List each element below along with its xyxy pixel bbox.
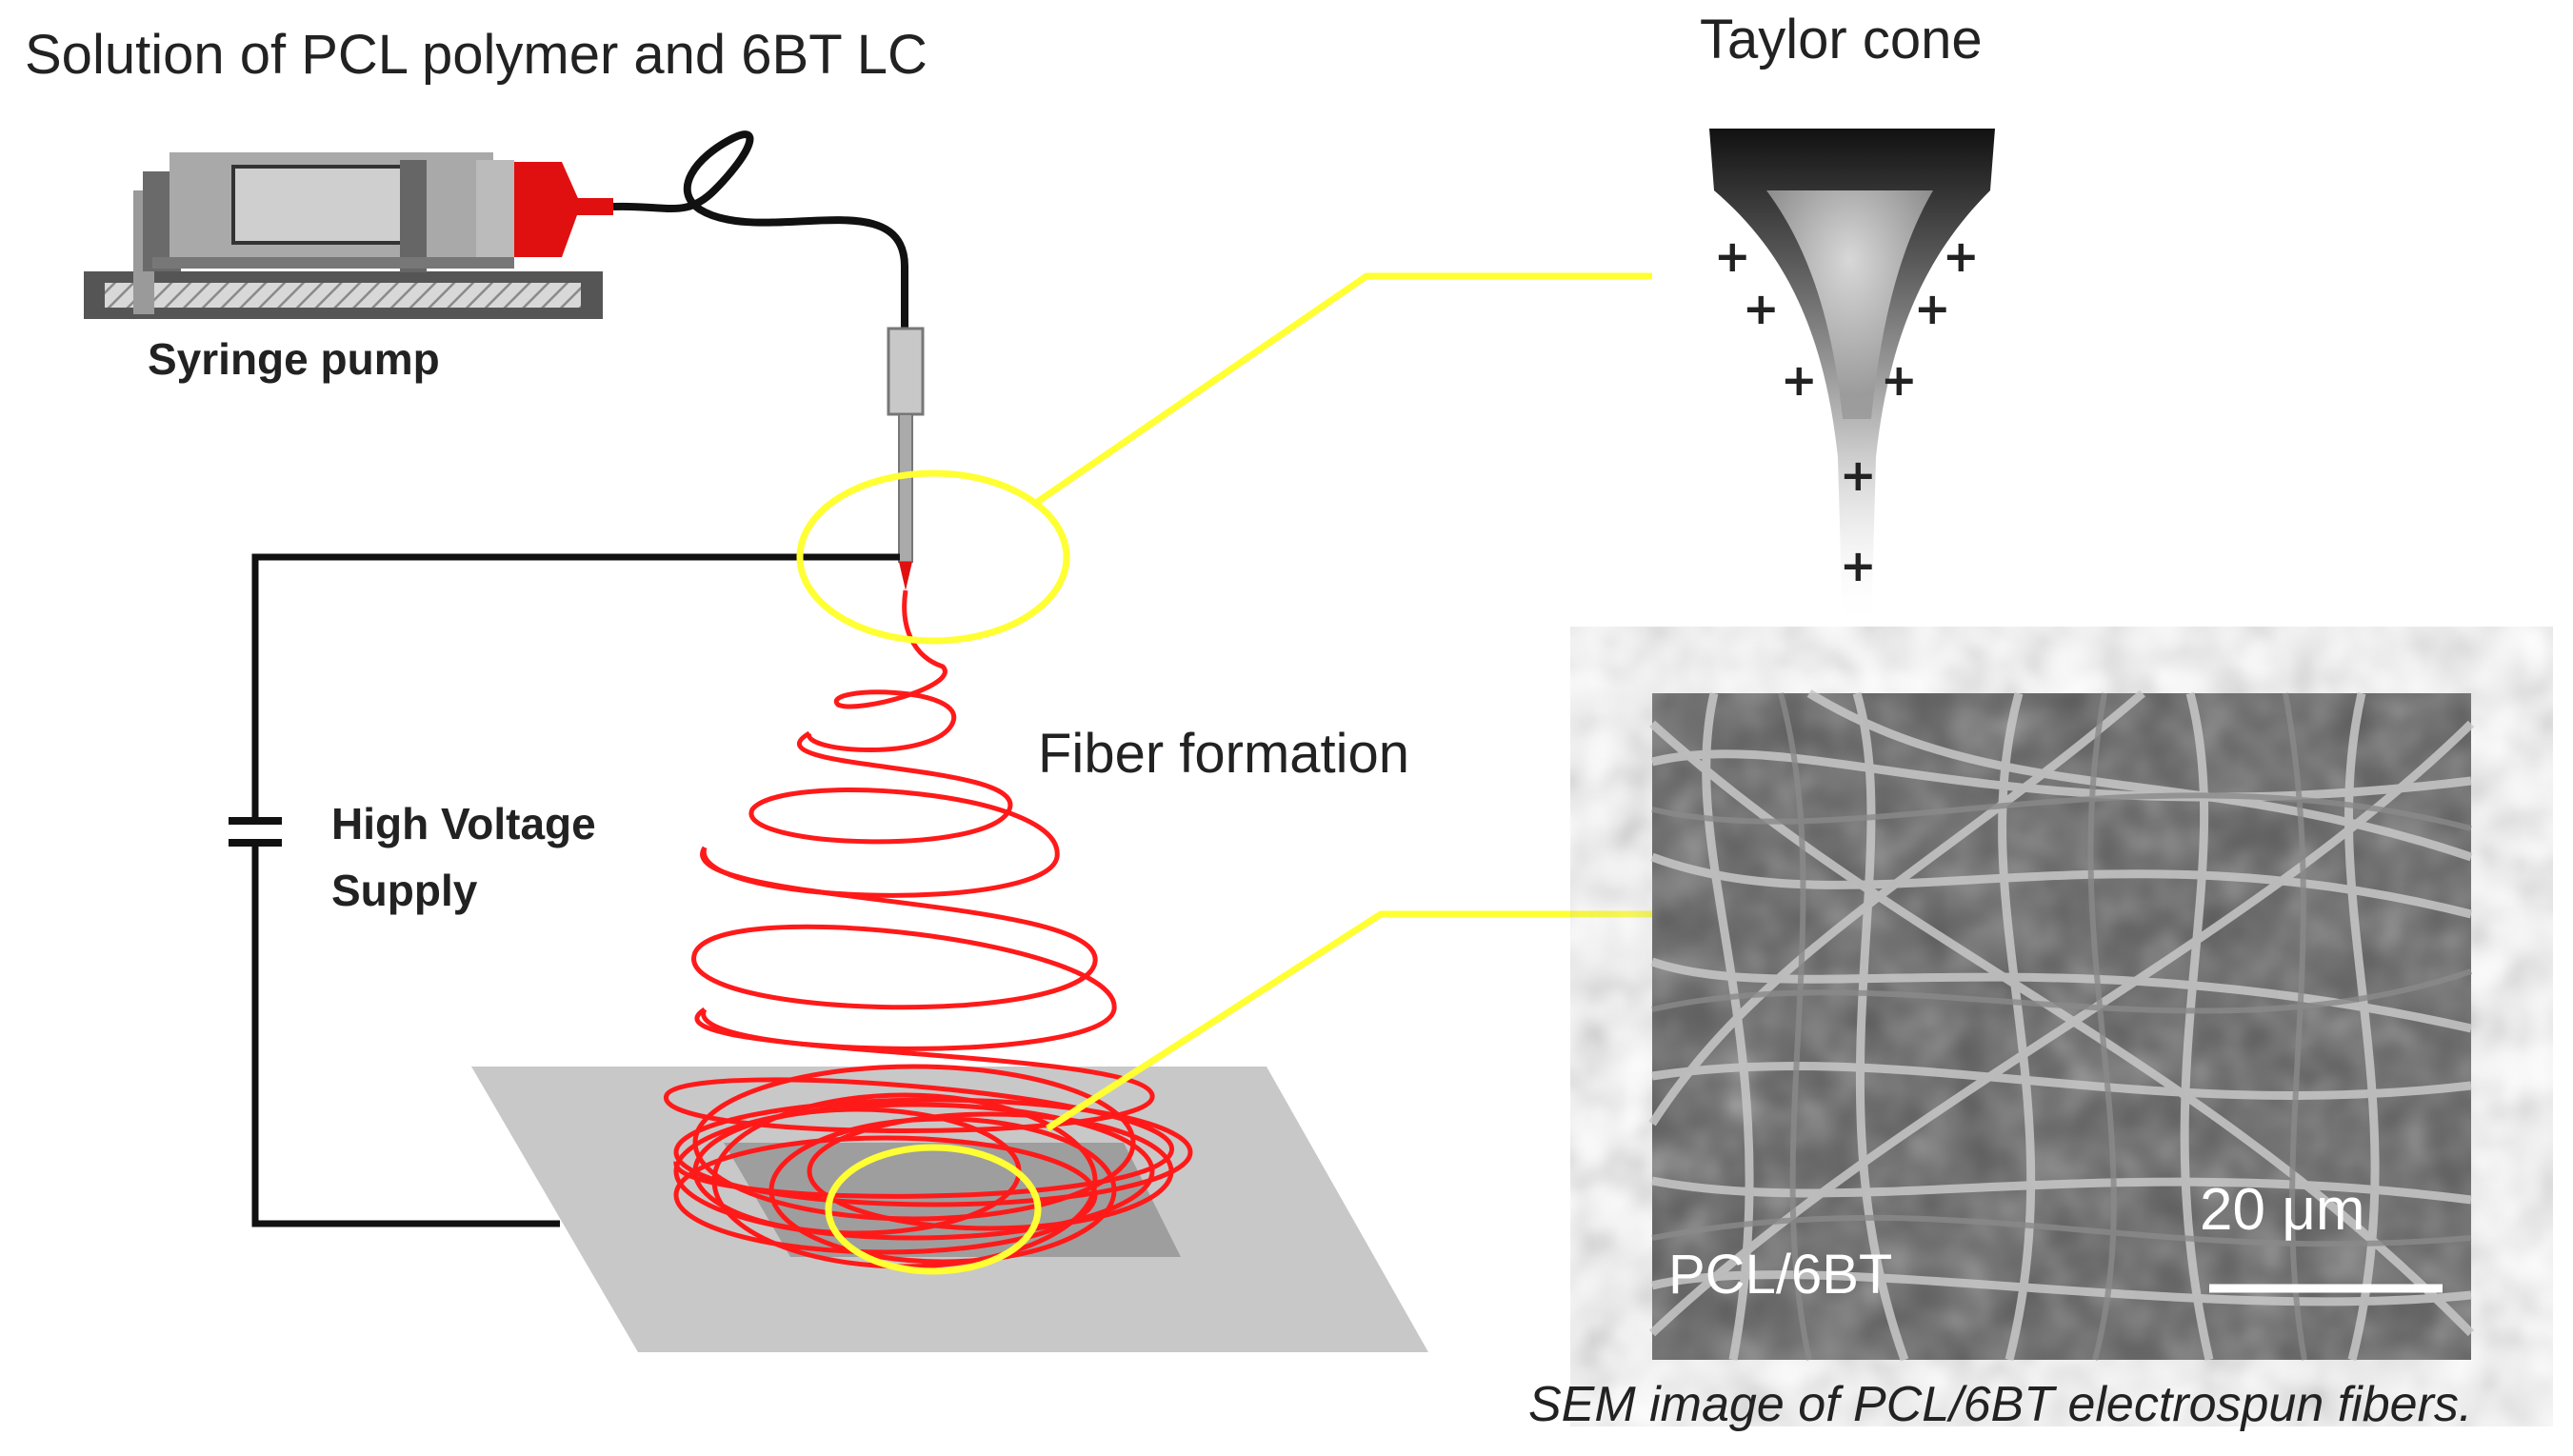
svg-text:+: +	[1743, 283, 1780, 334]
high-voltage-circuit	[251, 553, 900, 1227]
svg-text:+: +	[1840, 540, 1877, 591]
needle-icon	[887, 327, 925, 590]
sample-label: PCL/6BT	[1668, 1244, 1893, 1306]
capacitor-icon	[229, 817, 282, 847]
syringe-pump-label: Syringe pump	[148, 334, 440, 384]
tubing-line	[612, 130, 908, 329]
svg-text:+: +	[1943, 230, 1980, 282]
scale-bar-label: 20 μm	[2200, 1177, 2365, 1243]
svg-text:+: +	[1714, 230, 1751, 282]
svg-text:+: +	[1840, 449, 1877, 501]
taylor-cone-callout	[796, 469, 1070, 645]
svg-text:+: +	[1881, 354, 1918, 406]
fiber-formation-label: Fiber formation	[1038, 723, 1410, 785]
callout-lines	[796, 272, 1652, 1275]
taylor-cone-label: Taylor cone	[1700, 9, 1983, 70]
taylor-cone-icon: + + + + + + + +	[1657, 95, 2019, 648]
syringe-pump-icon	[84, 152, 613, 319]
charge-markers: + + + + + + + +	[1714, 230, 1980, 591]
fiber-callout	[825, 1144, 1042, 1275]
sem-caption: SEM image of PCL/6BT electrospun fibers.	[1528, 1377, 2473, 1432]
high-voltage-label-line2: Supply	[331, 866, 478, 915]
svg-text:+: +	[1781, 354, 1818, 406]
diagram-title: Solution of PCL polymer and 6BT LC	[25, 24, 927, 86]
high-voltage-label: High Voltage Supply	[331, 790, 596, 924]
sem-micrograph-image	[1648, 689, 2475, 1362]
high-voltage-label-line1: High Voltage	[331, 799, 596, 848]
svg-text:+: +	[1914, 283, 1951, 334]
